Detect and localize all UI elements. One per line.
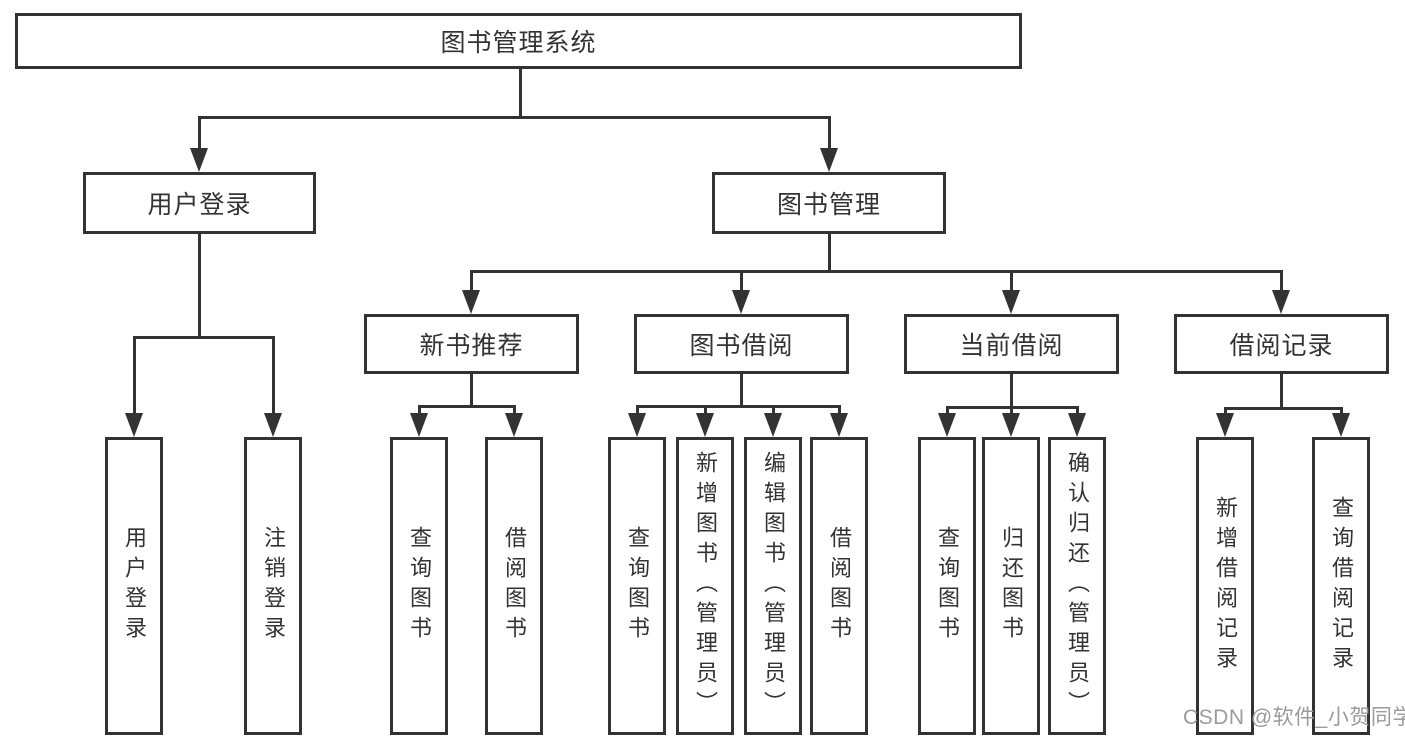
connector-arrow-shaft xyxy=(271,337,275,427)
arrow-down-icon xyxy=(125,413,143,437)
connector-arrow-shaft xyxy=(1009,271,1013,304)
connector-arrow-shaft xyxy=(469,271,473,304)
node-label: 借阅记录 xyxy=(1229,332,1334,360)
arrow-down-icon xyxy=(505,413,523,437)
arrow-down-icon xyxy=(410,413,428,437)
node-book-borrow: 图书借阅 xyxy=(634,314,849,374)
leaf-label: 确认归还（管理员） xyxy=(1065,451,1090,721)
leaf-user-login: 用户登录 xyxy=(105,437,163,735)
arrow-down-icon xyxy=(628,413,646,437)
connector-rail xyxy=(197,115,831,119)
node-label: 图书借阅 xyxy=(689,332,794,360)
connector-rail xyxy=(417,404,516,408)
node-label: 新书推荐 xyxy=(419,332,524,360)
arrow-down-icon xyxy=(938,413,956,437)
connector-stem xyxy=(827,234,831,271)
leaf-label: 查询借阅记录 xyxy=(1329,496,1354,676)
node-new-book-recommend: 新书推荐 xyxy=(364,314,579,374)
arrow-down-icon xyxy=(462,290,480,314)
watermark: CSDN @软件_小贺同学 xyxy=(1183,706,1405,729)
arrow-down-icon xyxy=(1272,290,1290,314)
arrow-down-icon xyxy=(732,290,750,314)
leaf-query-borrow-record: 查询借阅记录 xyxy=(1312,437,1370,735)
arrow-down-icon xyxy=(1332,413,1350,437)
leaf-return-books: 归还图书 xyxy=(982,437,1040,735)
leaf-label: 编辑图书（管理员） xyxy=(761,451,786,721)
leaf-query-books-borrow: 查询图书 xyxy=(608,437,666,735)
connector-stem xyxy=(518,68,522,117)
connector-arrow-shaft xyxy=(132,337,136,427)
arrow-down-icon xyxy=(696,413,714,437)
connector-arrow-shaft xyxy=(197,117,201,162)
arrow-down-icon xyxy=(830,413,848,437)
connector-arrow-shaft xyxy=(739,271,743,304)
arrow-down-icon xyxy=(820,148,838,172)
arrow-down-icon xyxy=(190,148,208,172)
leaf-label: 注销登录 xyxy=(261,526,286,646)
node-user-login: 用户登录 xyxy=(83,172,316,234)
leaf-label: 借阅图书 xyxy=(502,526,527,646)
connector-stem xyxy=(1009,374,1013,407)
node-label: 用户登录 xyxy=(147,191,252,219)
connector-rail xyxy=(1223,406,1343,410)
connector-stem xyxy=(469,374,473,406)
leaf-label: 查询图书 xyxy=(935,526,960,646)
arrow-down-icon xyxy=(1002,413,1020,437)
connector-rail xyxy=(635,404,841,408)
leaf-label: 查询图书 xyxy=(625,526,650,646)
connector-arrow-shaft xyxy=(827,117,831,162)
leaf-borrow-books-recommend: 借阅图书 xyxy=(485,437,543,735)
leaf-label: 用户登录 xyxy=(122,526,147,646)
connector-stem xyxy=(1279,374,1283,408)
leaf-label: 新增图书（管理员） xyxy=(693,451,718,721)
node-label: 当前借阅 xyxy=(959,332,1064,360)
leaf-label: 新增借阅记录 xyxy=(1213,496,1238,676)
node-borrow-records: 借阅记录 xyxy=(1174,314,1389,374)
leaf-add-books-admin: 新增图书（管理员） xyxy=(676,437,734,735)
node-label: 图书管理系统 xyxy=(440,29,597,57)
leaf-label: 归还图书 xyxy=(999,526,1024,646)
node-current-borrow: 当前借阅 xyxy=(904,314,1119,374)
connector-stem xyxy=(739,374,743,406)
leaf-add-borrow-record: 新增借阅记录 xyxy=(1196,437,1254,735)
leaf-logout: 注销登录 xyxy=(244,437,302,735)
arrow-down-icon xyxy=(1216,413,1234,437)
leaf-label: 借阅图书 xyxy=(827,526,852,646)
arrow-down-icon xyxy=(764,413,782,437)
leaf-confirm-return-admin: 确认归还（管理员） xyxy=(1048,437,1106,735)
leaf-query-books-current: 查询图书 xyxy=(918,437,976,735)
node-book-management: 图书管理 xyxy=(712,172,946,234)
connector-rail xyxy=(132,335,275,339)
connector-arrow-shaft xyxy=(1279,271,1283,304)
node-root-library-system: 图书管理系统 xyxy=(15,13,1022,69)
arrow-down-icon xyxy=(264,413,282,437)
arrow-down-icon xyxy=(1068,413,1086,437)
leaf-label: 查询图书 xyxy=(407,526,432,646)
leaf-query-books-recommend: 查询图书 xyxy=(390,437,448,735)
node-label: 图书管理 xyxy=(776,191,881,219)
arrow-down-icon xyxy=(1002,290,1020,314)
leaf-borrow-books: 借阅图书 xyxy=(810,437,868,735)
connector-stem xyxy=(197,234,201,337)
connector-rail xyxy=(469,269,1283,273)
leaf-edit-books-admin: 编辑图书（管理员） xyxy=(744,437,802,735)
